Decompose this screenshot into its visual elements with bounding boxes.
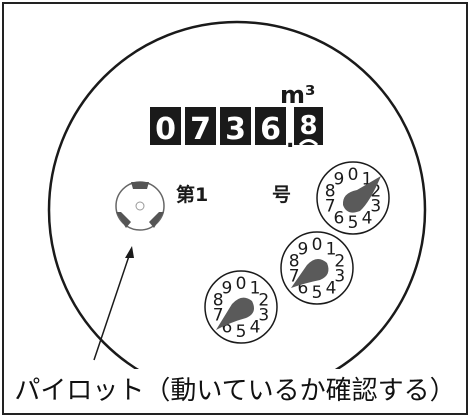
dial-number: 6 bbox=[333, 208, 344, 228]
pilot-arm bbox=[131, 182, 149, 189]
dial-number: 9 bbox=[297, 240, 308, 260]
pilot-caption: パイロット（動いているか確認する） bbox=[4, 369, 466, 413]
dial-number: 8 bbox=[213, 291, 224, 311]
dial-number: 5 bbox=[312, 283, 323, 303]
dial-number: 4 bbox=[250, 317, 261, 337]
dial-number: 9 bbox=[333, 170, 344, 190]
meter-number-prefix: 第1 bbox=[176, 183, 208, 206]
pilot-arm bbox=[149, 212, 164, 228]
dial-number: 6 bbox=[297, 278, 308, 298]
odometer-digit: 3 bbox=[225, 112, 246, 147]
dial-number: 1 bbox=[362, 170, 373, 190]
pilot-arm bbox=[116, 212, 131, 228]
odometer-decimal-next-arc bbox=[298, 139, 319, 147]
dial-number: 5 bbox=[348, 213, 359, 233]
pilot-indicator bbox=[115, 181, 165, 231]
odometer-digit-box bbox=[150, 107, 181, 145]
dial-number: 5 bbox=[236, 322, 247, 342]
dial-number: 2 bbox=[334, 252, 345, 272]
dial-number: 7 bbox=[213, 305, 224, 325]
dial-number: 9 bbox=[221, 279, 232, 299]
dial-number: 3 bbox=[258, 305, 269, 325]
dial-number: 4 bbox=[362, 208, 373, 228]
odometer-digit: 0 bbox=[155, 112, 176, 147]
unit-label: m³ bbox=[280, 81, 316, 109]
dial-number: 8 bbox=[289, 252, 300, 272]
odometer-digit-box bbox=[185, 107, 216, 145]
odometer: 0 7 3 6 . 8 bbox=[150, 107, 323, 153]
dial-number: 4 bbox=[326, 278, 337, 298]
dial-pointer bbox=[342, 176, 381, 213]
dial-pointer bbox=[291, 258, 329, 288]
dial-number: 3 bbox=[370, 196, 381, 216]
odometer-digit-box bbox=[220, 107, 251, 145]
pilot-hub bbox=[135, 201, 145, 211]
dial-number: 0 bbox=[312, 235, 323, 255]
dial-number: 0 bbox=[348, 165, 359, 185]
odometer-decimal-digit: 8 bbox=[299, 111, 317, 141]
dial-number: 6 bbox=[221, 317, 232, 337]
dial-number: 7 bbox=[289, 266, 300, 286]
odometer-decimal-point: . bbox=[286, 128, 294, 153]
dial-number: 0 bbox=[236, 274, 247, 294]
odometer-digit: 7 bbox=[190, 112, 211, 147]
pilot-arrow bbox=[93, 246, 134, 361]
odometer-decimal-box bbox=[294, 107, 323, 145]
meter-number-suffix: 号 bbox=[272, 184, 291, 206]
dial-number: 1 bbox=[250, 279, 261, 299]
odometer-digit: 6 bbox=[260, 112, 281, 147]
odometer-digit-box bbox=[255, 107, 286, 145]
dial-number: 7 bbox=[325, 196, 336, 216]
dial-number: 1 bbox=[326, 240, 337, 260]
dial-number: 3 bbox=[334, 266, 345, 286]
dial-number: 2 bbox=[370, 182, 381, 202]
pilot-arrow-line bbox=[93, 252, 131, 361]
dial-number: 2 bbox=[258, 291, 269, 311]
pilot-arrow-head bbox=[125, 246, 134, 258]
dial-number: 8 bbox=[325, 182, 336, 202]
dial-pointer bbox=[216, 297, 254, 330]
